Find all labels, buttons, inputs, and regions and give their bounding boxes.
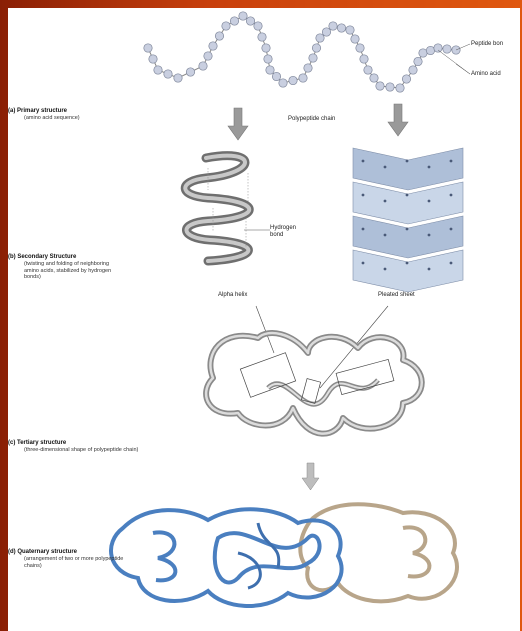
pleated-sheet-strand xyxy=(353,148,463,190)
amino-acid-bead xyxy=(254,22,262,30)
amino-acid-bead xyxy=(370,74,378,82)
amino-acid-bead xyxy=(434,44,442,52)
down-arrow-bottom xyxy=(302,463,319,490)
amino-acid-bead xyxy=(266,66,274,74)
peptide-bond-label: Peptide bon xyxy=(471,41,503,48)
amino-acid-bead xyxy=(174,74,182,82)
amino-acid-bead xyxy=(337,24,345,32)
amino-acid-bead xyxy=(419,49,427,57)
amino-acid-bead xyxy=(309,54,317,62)
polypeptide-chain-label: Polypeptide chain xyxy=(288,116,335,123)
amino-acid-bead xyxy=(443,45,451,53)
amino-acid-bead xyxy=(230,17,238,25)
amino-acid-bead xyxy=(186,68,194,76)
amino-acid-bead xyxy=(272,72,280,80)
amino-acid-bead xyxy=(329,22,337,30)
amino-acid-bead xyxy=(364,66,372,74)
tertiary-structure-desc: (three-dimensional shape of polypeptide … xyxy=(24,447,164,454)
quaternary-structure-ribbons xyxy=(111,504,457,606)
amino-acid-bead xyxy=(316,34,324,42)
amino-acid-bead xyxy=(144,44,152,52)
amino-acid-bead xyxy=(289,76,297,84)
amino-acid-bead xyxy=(396,84,404,92)
amino-acids-label: Amino acid xyxy=(471,71,501,78)
hydrogen-bond-label: Hydrogen bond xyxy=(270,225,310,239)
amino-acid-bead xyxy=(262,44,270,52)
alpha-helix-illustration xyxy=(185,156,270,261)
amino-acid-bead xyxy=(164,70,172,78)
protein-structure-illustration xyxy=(8,8,520,631)
secondary-structure-desc: (twisting and folding of neighboring ami… xyxy=(24,261,114,281)
amino-acid-bead xyxy=(222,22,230,30)
amino-acid-bead xyxy=(154,66,162,74)
amino-acid-bead xyxy=(258,33,266,41)
secondary-structure-title: (b) Secondary Structure xyxy=(8,254,76,261)
amino-acid-bead xyxy=(312,44,320,52)
amino-acid-bead xyxy=(299,74,307,82)
amino-acid-bead xyxy=(239,12,247,20)
diagram-panel: Peptide bon Amino acid Polypeptide chain… xyxy=(8,8,520,631)
quaternary-structure-title: (d) Quaternary structure xyxy=(8,549,77,556)
amino-acid-bead xyxy=(346,26,354,34)
amino-acid-bead xyxy=(246,17,254,25)
alpha-helix-label: Alpha helix xyxy=(218,292,247,299)
amino-acid-bead xyxy=(356,44,364,52)
amino-acid-bead xyxy=(409,66,417,74)
quaternary-structure-desc: (arrangement of two or more polypeptide … xyxy=(24,556,124,569)
amino-acid-bead xyxy=(215,32,223,40)
amino-acid-bead xyxy=(279,79,287,87)
amino-acid-bead xyxy=(199,62,207,70)
amino-acid-bead xyxy=(360,55,368,63)
amino-acid-bead xyxy=(264,55,272,63)
amino-acid-bead xyxy=(376,82,384,90)
down-arrow-left xyxy=(228,108,248,140)
amino-acid-bead xyxy=(204,52,212,60)
tertiary-structure-title: (c) Tertiary structure xyxy=(8,440,66,447)
amino-acid-bead xyxy=(351,35,359,43)
amino-acid-bead xyxy=(402,75,410,83)
amino-acid-bead xyxy=(304,64,312,72)
pleated-sheet-illustration xyxy=(353,148,463,292)
primary-structure-title: (a) Primary structure xyxy=(8,108,67,115)
amino-acid-bead xyxy=(426,46,434,54)
amino-acid-bead xyxy=(322,28,330,36)
amino-acid-bead xyxy=(209,42,217,50)
amino-acid-bead xyxy=(149,55,157,63)
primary-structure-desc: (amino acid sequence) xyxy=(24,115,144,122)
amino-acid-bead xyxy=(414,57,422,65)
polypeptide-chain-beads xyxy=(144,12,470,92)
tertiary-structure-ribbon xyxy=(206,333,422,434)
pleated-sheet-label: Pleated sheet xyxy=(378,292,415,299)
amino-acid-bead xyxy=(386,83,394,91)
down-arrow-right xyxy=(388,104,408,136)
